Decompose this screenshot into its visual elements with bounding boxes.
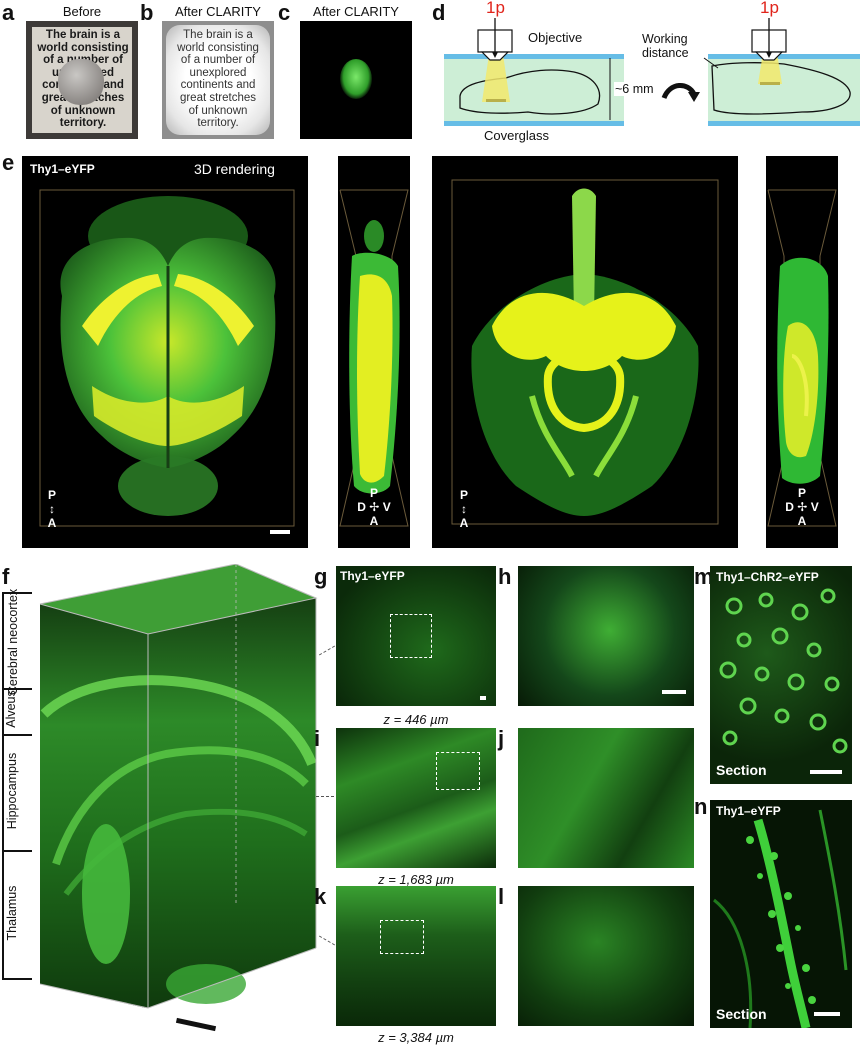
- region-label-hippocampus: Hippocampus: [5, 752, 19, 830]
- panel-e-dorsal-view: Thy1–eYFP 3D rendering P↕A: [22, 156, 308, 548]
- panel-e-ventral-view: P↕A: [432, 156, 738, 548]
- panel-label-f: f: [2, 564, 10, 589]
- panel-label-k: k: [314, 884, 327, 909]
- panel-d-diagram: 1p 1p Objective Working distance ~6 mm C…: [432, 0, 862, 150]
- depth-label: ~6 mm: [614, 82, 655, 96]
- region-label-alveus: Alveus: [4, 690, 18, 728]
- panel-label-j: j: [498, 726, 505, 751]
- connector-g: [318, 645, 336, 656]
- panel-n-label: Thy1–eYFP: [716, 804, 781, 818]
- scale-bar-g: [480, 696, 486, 700]
- coverglass-label: Coverglass: [484, 128, 550, 143]
- scale-bar-f: [175, 1017, 217, 1032]
- z-depth-g: z = 446 µm: [383, 712, 449, 727]
- connector-i: [316, 796, 334, 797]
- axis-pdva-2: P D ✢ V A: [785, 486, 819, 528]
- inset-box-i: [436, 752, 480, 790]
- opaque-brain: [58, 59, 104, 105]
- panel-m-label: Thy1–ChR2–eYFP: [716, 570, 819, 584]
- region-label-thalamus: Thalamus: [5, 885, 19, 941]
- panel-label-e: e: [2, 150, 15, 175]
- panel-e-label: Thy1–eYFP: [30, 162, 95, 176]
- panel-j-image: [518, 728, 694, 868]
- scale-bar-m: [810, 770, 842, 774]
- panel-label-i: i: [314, 726, 321, 751]
- panel-n-image: Thy1–eYFP Section: [710, 800, 852, 1028]
- objective-label: Objective: [528, 30, 583, 45]
- scale-bar-h: [662, 690, 686, 694]
- z-depth-k: z = 3,384 µm: [378, 1030, 454, 1045]
- panel-i-image: [336, 728, 496, 868]
- panel-h-image: [518, 566, 694, 706]
- inset-box-g: [390, 614, 432, 658]
- axis-pdva-1: P D ✢ V A: [357, 486, 391, 528]
- laser-label-right: 1p: [760, 0, 779, 17]
- panel-b-title: After CLARITY: [175, 4, 261, 19]
- panel-label-n: n: [694, 794, 708, 819]
- panel-k-image: [336, 886, 496, 1026]
- laser-label-left: 1p: [486, 0, 505, 17]
- inset-box-k: [380, 920, 424, 954]
- panel-m-section: Section: [716, 762, 767, 778]
- panel-label-d: d: [432, 0, 446, 25]
- panel-label-l: l: [498, 884, 505, 909]
- axis-pa-2: P↕A: [459, 488, 469, 530]
- panel-f-3d-block: [36, 564, 318, 1014]
- panel-label-b: b: [140, 0, 154, 25]
- z-depth-i: z = 1,683 µm: [378, 872, 454, 887]
- panel-label-m: m: [694, 564, 714, 589]
- panel-n-section: Section: [716, 1006, 767, 1022]
- scale-bar-n: [814, 1012, 840, 1016]
- panel-a-title: Before: [62, 4, 102, 19]
- panel-g-label: Thy1–eYFP: [340, 569, 405, 583]
- region-ruler: Cerebral neocortex Alveus Hippocampus Th…: [0, 589, 40, 982]
- panel-c-image: [300, 21, 412, 139]
- panel-e-rendering-label: 3D rendering: [194, 161, 275, 177]
- connector-k: [318, 935, 336, 946]
- panel-l-image: [518, 886, 694, 1026]
- panel-label-h: h: [498, 564, 512, 589]
- panel-label-a: a: [2, 0, 15, 25]
- panel-g-image: Thy1–eYFP: [336, 566, 496, 706]
- panel-e-side-view: P D ✢ V A: [338, 156, 410, 548]
- axis-pa-1: P↕A: [47, 488, 57, 530]
- panel-label-c: c: [278, 0, 291, 25]
- working-distance-label: Working distance: [642, 32, 689, 60]
- scale-bar-e: [270, 530, 290, 534]
- panel-label-g: g: [314, 564, 328, 589]
- panel-m-image: Thy1–ChR2–eYFP Section: [710, 566, 852, 784]
- panel-c-title: After CLARITY: [313, 4, 399, 19]
- panel-e-side-view-2: P D ✢ V A: [766, 156, 838, 548]
